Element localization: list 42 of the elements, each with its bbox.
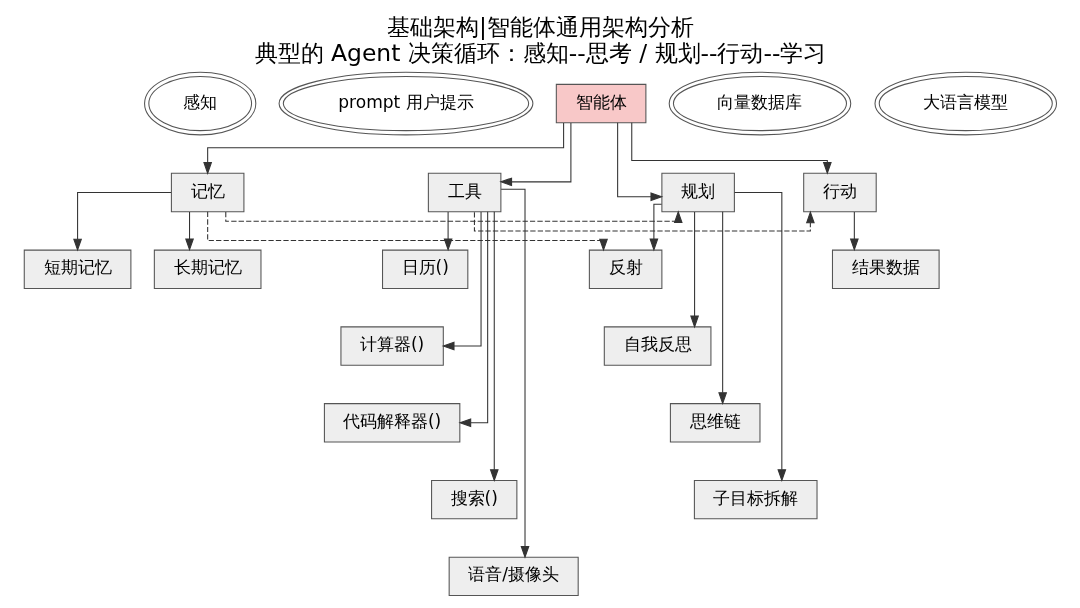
arrow xyxy=(441,211,482,351)
arrow xyxy=(717,211,727,406)
node-box: 子目标拆解 xyxy=(693,479,818,520)
arrow xyxy=(500,188,529,559)
node-box: 语音/摄像头 xyxy=(448,556,579,597)
arrow xyxy=(457,211,488,428)
node-box: 规划 xyxy=(660,172,735,213)
node-box: 自我反思 xyxy=(603,326,711,366)
node-ellipse: 感知 xyxy=(143,71,256,136)
caption: 典型的 Agent 决策循环：感知--思考 / 规划--行动--学习 xyxy=(254,39,826,68)
node-box: 长期记忆 xyxy=(153,249,261,290)
arrow xyxy=(206,211,608,252)
arrow xyxy=(443,211,453,252)
arrow xyxy=(630,122,832,175)
node-box: 计算器() xyxy=(339,326,444,366)
arrow xyxy=(489,211,499,483)
node-box: 记忆 xyxy=(170,172,244,213)
node-box: 智能体 xyxy=(555,83,646,124)
arrow xyxy=(498,122,571,187)
arrow xyxy=(202,122,564,175)
diagram-title: 基础架构|智能体通用架构分析 xyxy=(386,13,694,42)
node-box: 代码解释器() xyxy=(323,403,460,443)
arrow xyxy=(473,210,815,232)
node-box: 思维链 xyxy=(669,403,760,443)
node-ellipse: prompt 用户提示 xyxy=(278,71,533,136)
node-ellipse: 大语言模型 xyxy=(873,71,1057,136)
node-box: 反射 xyxy=(588,249,662,290)
arrow xyxy=(689,211,699,329)
node-ellipse: 向量数据库 xyxy=(668,71,851,136)
arrow xyxy=(616,122,663,202)
arrow xyxy=(648,203,662,252)
node-box: 工具 xyxy=(427,172,501,213)
node-box: 结果数据 xyxy=(831,249,940,290)
arrow xyxy=(849,211,859,252)
node-box: 搜索() xyxy=(430,479,517,520)
arrow xyxy=(224,210,683,224)
node-box: 日历() xyxy=(381,249,468,290)
arrow xyxy=(184,211,194,252)
arrow xyxy=(733,192,786,482)
arrow xyxy=(72,192,172,252)
node-box: 短期记忆 xyxy=(23,249,131,290)
node-box: 行动 xyxy=(802,172,877,213)
